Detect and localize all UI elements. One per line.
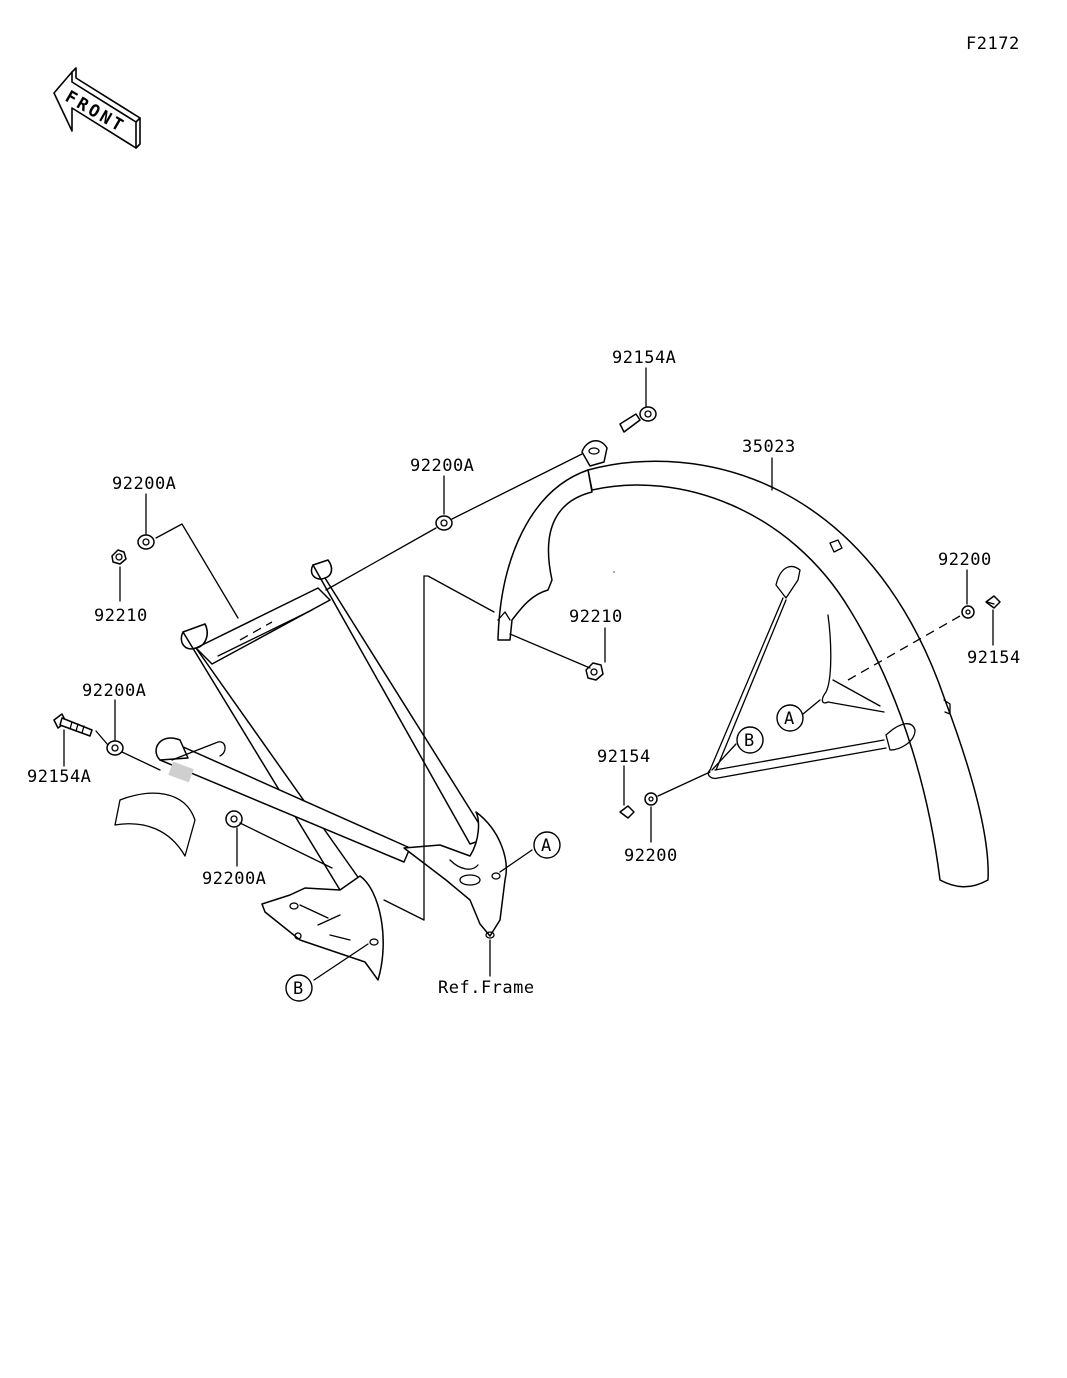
part-label-92200a-mid: 92200A xyxy=(82,681,146,701)
callout-a-frame: A xyxy=(533,831,561,859)
nut-92210-center xyxy=(585,662,604,681)
leader-lines xyxy=(63,367,994,981)
part-label-35023: 35023 xyxy=(742,437,796,457)
washer-92200a-lower xyxy=(225,810,243,828)
front-arrow-icon: FRONT xyxy=(53,67,141,149)
part-label-92200-center: 92200 xyxy=(624,846,678,866)
part-label-92154a-top: 92154A xyxy=(612,348,676,368)
part-label-92200a-lower: 92200A xyxy=(202,869,266,889)
callout-b-fender-letter: B xyxy=(744,731,755,751)
part-label-92154-right: 92154 xyxy=(967,648,1021,668)
fender-35023 xyxy=(497,440,989,888)
callout-a-fender: A xyxy=(776,704,804,732)
bolt-92154-right xyxy=(985,595,1001,609)
part-label-92210-center: 92210 xyxy=(569,607,623,627)
ref-frame-label: Ref.Frame xyxy=(438,978,535,998)
bolt-92154a-top xyxy=(619,406,657,433)
part-label-92200a-upper: 92200A xyxy=(410,456,474,476)
washer-92200-center xyxy=(644,792,658,806)
part-label-92154-center: 92154 xyxy=(597,747,651,767)
subframe xyxy=(114,559,507,981)
bolt-92154a-left xyxy=(53,713,93,737)
callout-b-frame-letter: B xyxy=(293,979,304,999)
part-label-92154a-left: 92154A xyxy=(27,767,91,787)
bolt-92154-center xyxy=(619,805,635,819)
washer-92200a-upper xyxy=(435,515,453,531)
part-label-92210-left: 92210 xyxy=(94,606,148,626)
figure-code: F2172 xyxy=(966,34,1020,54)
callout-a-frame-letter: A xyxy=(541,836,552,856)
washer-92200-right xyxy=(961,605,975,619)
callout-b-fender: B xyxy=(736,726,764,754)
callout-a-fender-letter: A xyxy=(784,709,795,729)
part-label-92200-right: 92200 xyxy=(938,550,992,570)
washer-92200a-mid xyxy=(106,740,124,756)
nut-92210-left xyxy=(111,549,127,565)
washer-92200a-left xyxy=(137,534,155,550)
part-label-92200a-left: 92200A xyxy=(112,474,176,494)
callout-b-frame: B xyxy=(285,974,313,1002)
